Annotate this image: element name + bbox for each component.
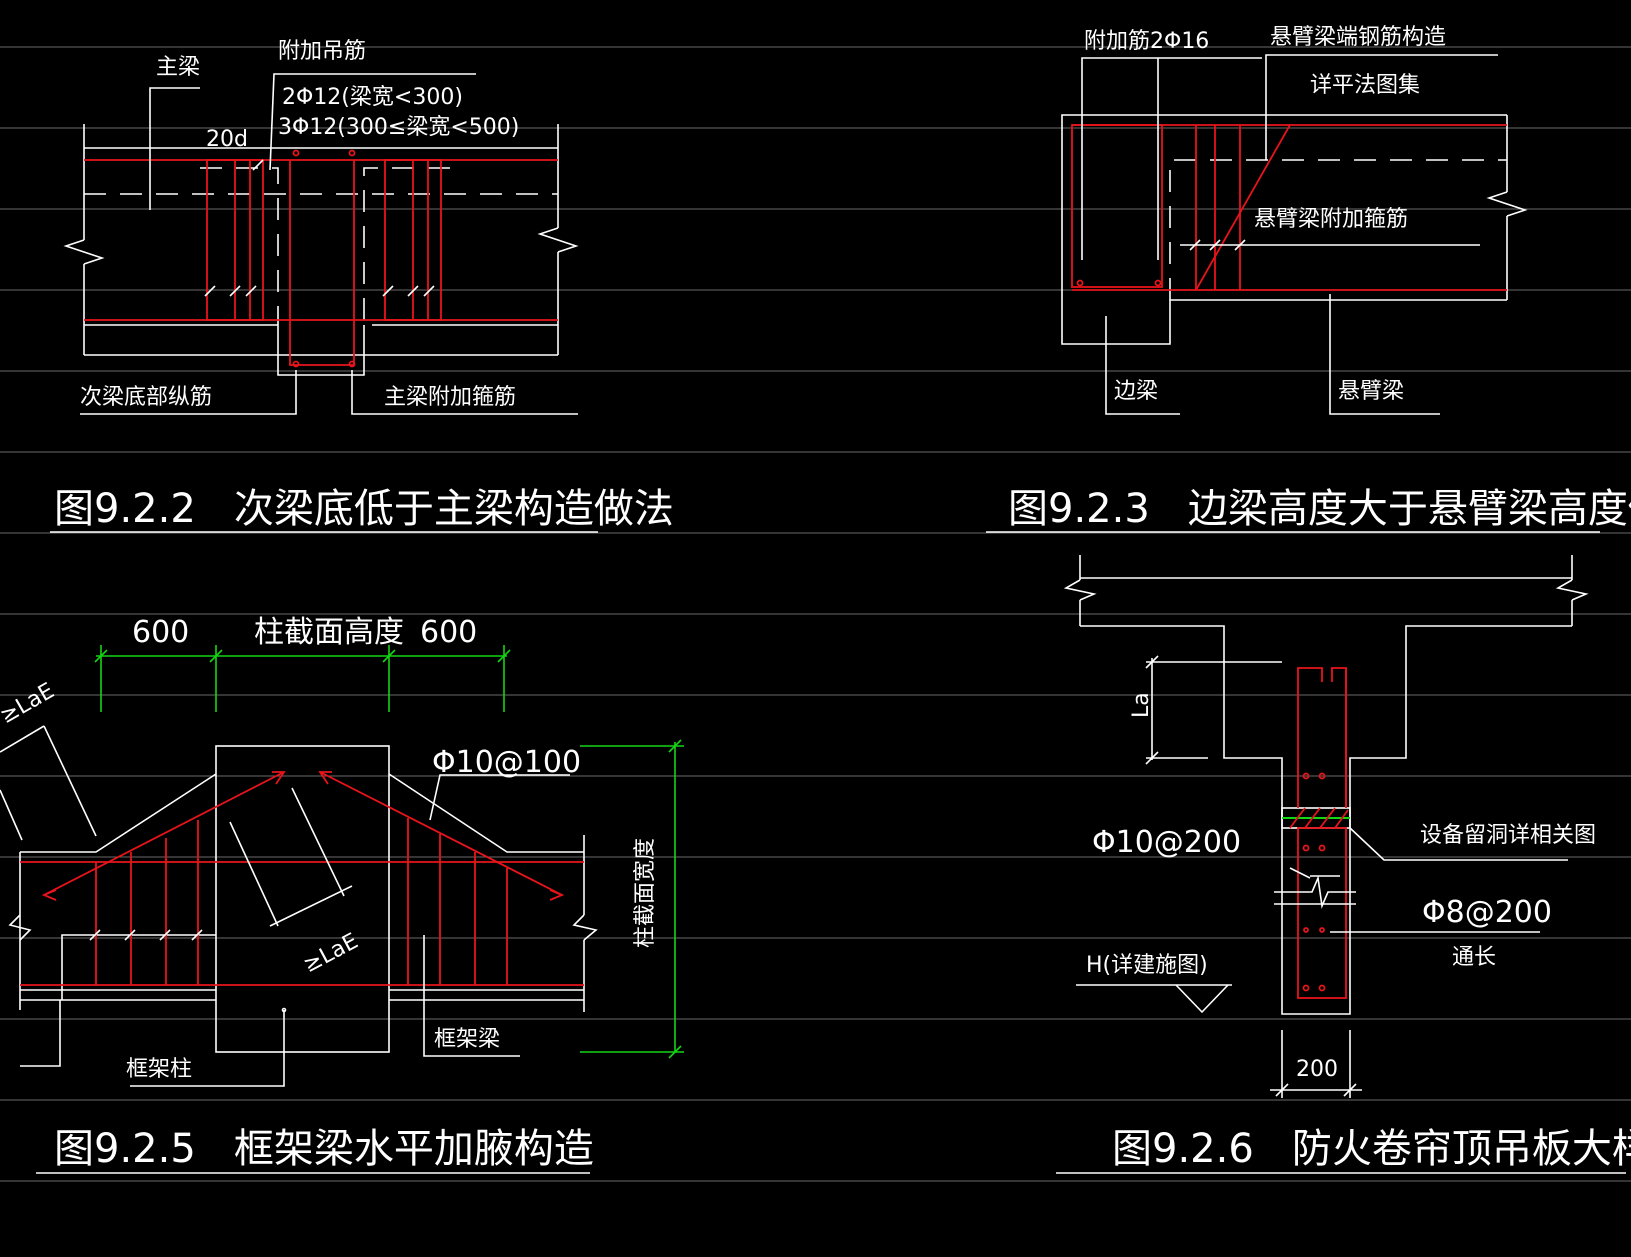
caption-9-2-5: 图9.2.5 框架梁水平加腋构造 bbox=[54, 1126, 594, 1172]
label-20d: 20d bbox=[206, 127, 248, 152]
background-gridlines bbox=[0, 46, 1631, 1182]
label-frame-column: 框架柱 bbox=[126, 1057, 192, 1082]
figure-9-2-5: 600 柱截面高度 600 ≥LaE Φ10@100 ≥LaE 柱截面宽度 框架… bbox=[0, 615, 684, 1174]
dim-600-left: 600 bbox=[132, 615, 189, 650]
label-main-stirrup: 主梁附加箍筋 bbox=[384, 385, 516, 410]
label-hole-note: 设备留洞详相关图 bbox=[1420, 823, 1596, 848]
label-lae-left: ≥LaE bbox=[0, 678, 59, 729]
label-extra-bar: 附加筋2Φ16 bbox=[1084, 29, 1209, 54]
caption-9-2-2: 图9.2.2 次梁底低于主梁构造做法 bbox=[54, 486, 674, 532]
label-bottom-bar: 次梁底部纵筋 bbox=[80, 385, 212, 410]
label-main-beam: 主梁 bbox=[156, 55, 200, 80]
label-height-h: H(详建施图) bbox=[1086, 953, 1208, 978]
label-la: La bbox=[1129, 692, 1154, 718]
dim-column-depth: 柱截面高度 bbox=[254, 615, 404, 650]
label-spec-1: 2Φ12(梁宽<300) bbox=[282, 85, 463, 110]
label-column-width: 柱截面宽度 bbox=[633, 838, 658, 948]
caption-9-2-6: 图9.2.6 防火卷帘顶吊板大样 bbox=[1112, 1126, 1631, 1172]
label-spec-2: 3Φ12(300≤梁宽<500) bbox=[278, 115, 519, 140]
figure-9-2-6: La Φ10@200 设备留洞详相关图 Φ8@200 通长 H(详建施图) 20… bbox=[1056, 555, 1631, 1174]
label-rebar-phi8-200: Φ8@200 bbox=[1422, 895, 1552, 930]
figure-9-2-2: 主梁 附加吊筋 2Φ12(梁宽<300) 3Φ12(300≤梁宽<500) 20… bbox=[50, 39, 674, 533]
label-cantilever: 悬臂梁 bbox=[1338, 379, 1404, 404]
label-rebar-phi10-100: Φ10@100 bbox=[432, 745, 581, 780]
label-rebar-phi10-200: Φ10@200 bbox=[1092, 825, 1241, 860]
label-edge-beam: 边梁 bbox=[1114, 379, 1158, 404]
dim-200: 200 bbox=[1296, 1057, 1338, 1082]
dim-600-right: 600 bbox=[420, 615, 477, 650]
label-extra-hanger: 附加吊筋 bbox=[278, 39, 366, 64]
label-through: 通长 bbox=[1452, 945, 1496, 970]
label-end-detail: 悬臂梁端钢筋构造 bbox=[1270, 25, 1446, 50]
label-see-atlas: 详平法图集 bbox=[1310, 73, 1420, 98]
label-lae-mid: ≥LaE bbox=[299, 929, 362, 978]
caption-9-2-3: 图9.2.3 边梁高度大于悬臂梁高度做法 bbox=[1008, 486, 1631, 532]
label-frame-beam: 框架梁 bbox=[434, 1027, 500, 1052]
label-extra-stirrup: 悬臂梁附加箍筋 bbox=[1254, 207, 1408, 232]
figure-9-2-3: 附加筋2Φ16 悬臂梁端钢筋构造 详平法图集 悬臂梁附加箍筋 边梁 悬臂梁 图9… bbox=[986, 25, 1631, 533]
